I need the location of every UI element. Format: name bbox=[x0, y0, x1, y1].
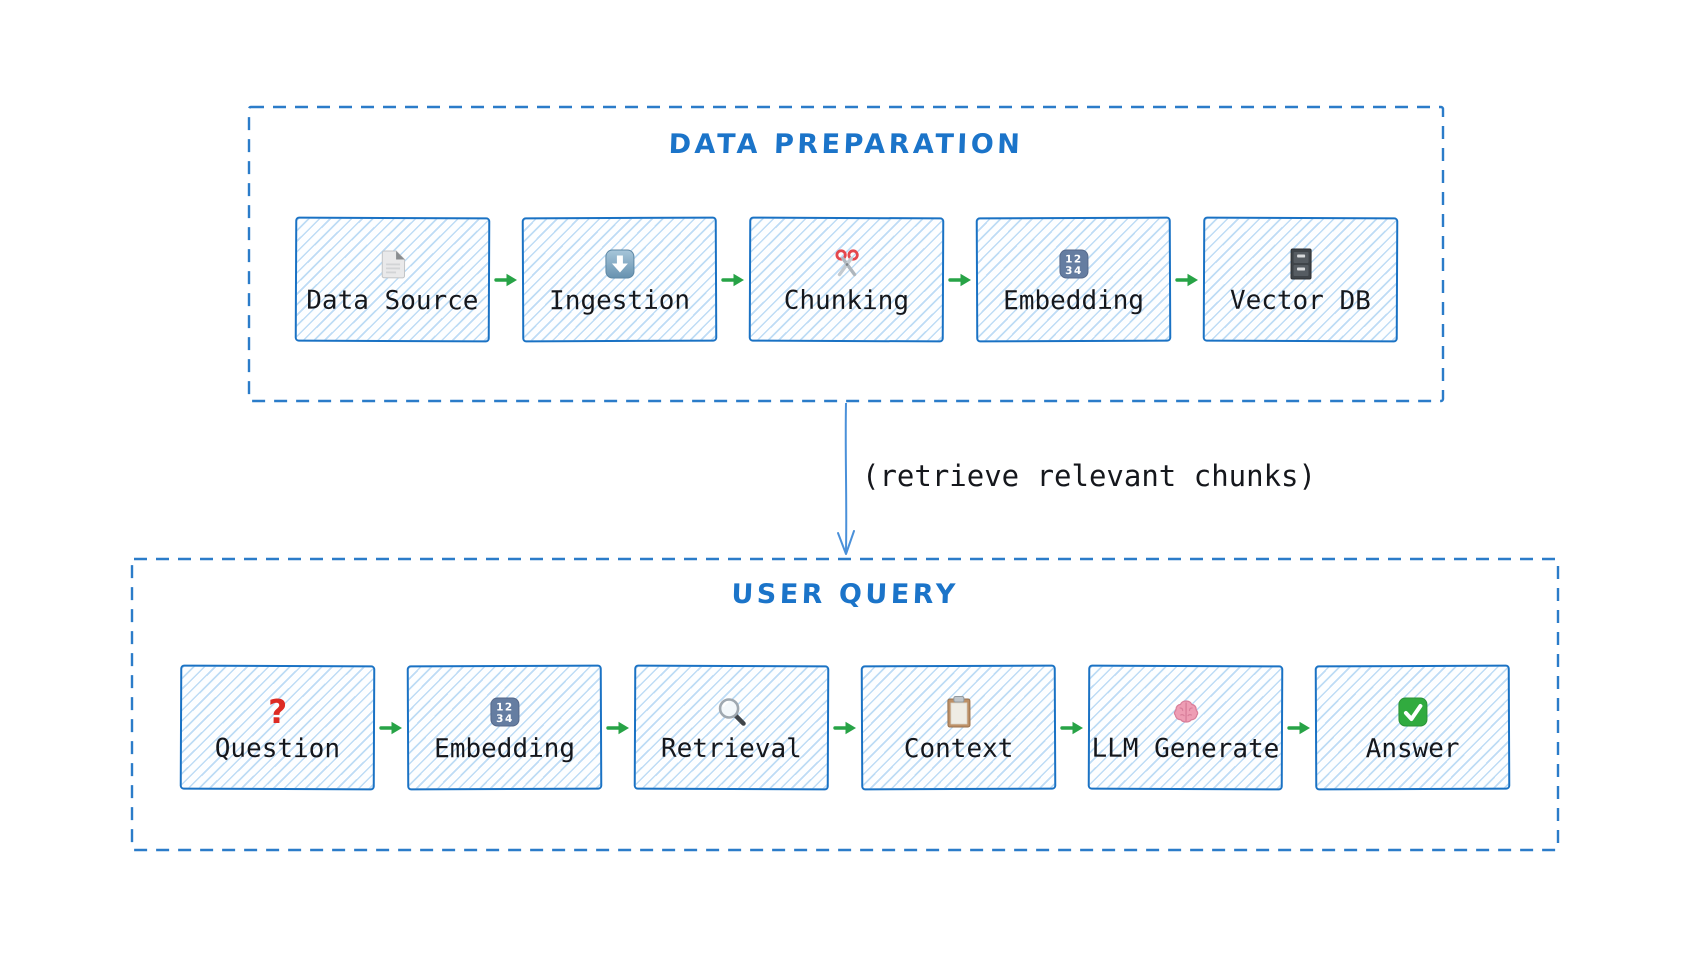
icon-digits-bottom: 34 bbox=[1064, 265, 1082, 277]
user-query-row: ? Question 12 34 Embedding bbox=[130, 664, 1560, 791]
step-box-ingestion: Ingestion bbox=[521, 216, 717, 343]
step-box-context: Context bbox=[860, 664, 1057, 791]
data-preparation-row: Data Source bbox=[247, 216, 1445, 343]
step-label: Ingestion bbox=[548, 285, 690, 317]
green-arrow-icon bbox=[1283, 719, 1315, 737]
green-arrow-icon bbox=[717, 271, 749, 289]
brain-icon bbox=[1167, 692, 1203, 732]
section-title-data-preparation: DATA PREPARATION bbox=[668, 129, 1024, 160]
step-label: Answer bbox=[1365, 733, 1460, 764]
question-mark-glyph: ? bbox=[267, 691, 288, 731]
down-arrow-button-icon bbox=[601, 244, 637, 284]
dashed-frame-border bbox=[130, 557, 1560, 852]
icon-digits-bottom: 34 bbox=[496, 713, 514, 725]
step-box-data-source: Data Source bbox=[294, 216, 490, 343]
step-label: Embedding bbox=[434, 733, 576, 765]
step-box-chunking: Chunking bbox=[748, 216, 944, 343]
input-numbers-icon: 12 34 bbox=[487, 692, 521, 732]
clipboard-icon bbox=[941, 692, 975, 732]
file-cabinet-icon bbox=[1283, 244, 1317, 284]
page-document-icon bbox=[374, 244, 410, 284]
step-box-retrieval: Retrieval bbox=[633, 664, 830, 791]
icon-digits-top: 12 bbox=[496, 701, 514, 713]
green-arrow-icon bbox=[602, 719, 634, 737]
step-label: Context bbox=[903, 733, 1014, 764]
green-arrow-icon bbox=[944, 271, 976, 289]
green-arrow-icon bbox=[829, 719, 861, 737]
green-arrow-icon bbox=[490, 271, 522, 289]
step-box-vector-db: Vector DB bbox=[1202, 216, 1398, 343]
step-box-question: ? Question bbox=[179, 664, 376, 791]
user-query-section: USER QUERY ? Question 12 bbox=[130, 557, 1560, 852]
step-box-llm-generate: LLM Generate bbox=[1087, 664, 1284, 791]
connector-label: (retrieve relevant chunks) bbox=[862, 459, 1316, 493]
data-preparation-section: DATA PREPARATION Data Source bbox=[247, 105, 1445, 403]
step-label: Question bbox=[214, 733, 341, 764]
green-arrow-icon bbox=[375, 719, 407, 737]
question-mark-icon: ? bbox=[268, 692, 287, 732]
section-title-user-query: USER QUERY bbox=[730, 579, 960, 610]
dashed-frame-border bbox=[247, 105, 1445, 403]
check-mark-icon bbox=[1395, 692, 1429, 732]
step-label: LLM Generate bbox=[1091, 733, 1280, 765]
step-box-embedding-query: 12 34 Embedding bbox=[406, 664, 603, 791]
section-connector-arrow bbox=[837, 402, 855, 555]
step-box-embedding: 12 34 Embedding bbox=[975, 216, 1171, 343]
green-arrow-icon bbox=[1056, 719, 1088, 737]
step-label: Retrieval bbox=[660, 733, 802, 765]
green-arrow-icon bbox=[1171, 271, 1203, 289]
magnifying-glass-icon bbox=[713, 692, 749, 732]
step-label: Data Source bbox=[305, 285, 479, 317]
scissors-icon bbox=[827, 244, 865, 284]
step-label: Chunking bbox=[783, 285, 909, 316]
step-label: Embedding bbox=[1002, 285, 1144, 317]
icon-digits-top: 12 bbox=[1064, 253, 1082, 265]
step-box-answer: Answer bbox=[1314, 664, 1511, 791]
step-label: Vector DB bbox=[1229, 285, 1371, 317]
input-numbers-icon: 12 34 bbox=[1056, 244, 1090, 284]
